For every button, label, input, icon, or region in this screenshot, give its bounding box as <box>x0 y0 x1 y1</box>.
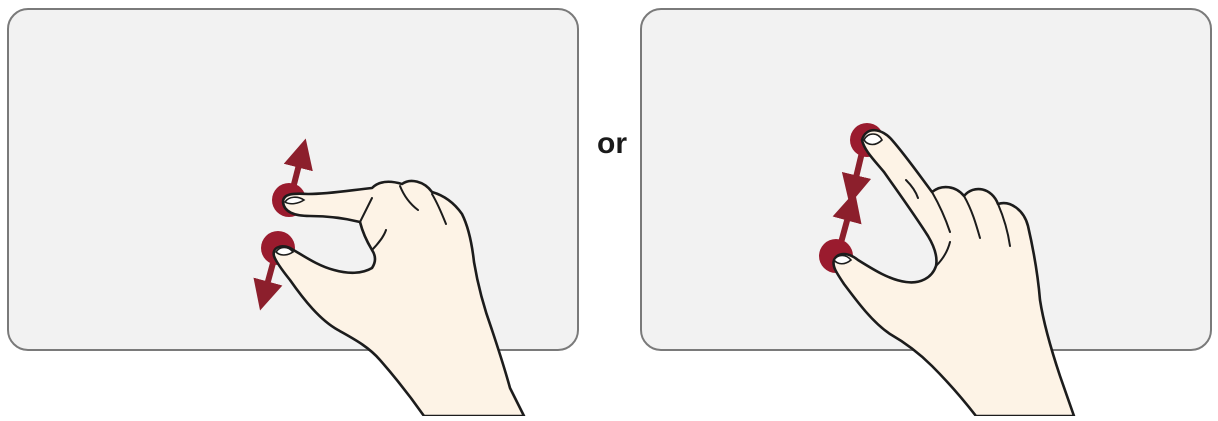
right-thumb-fingernail <box>834 256 851 264</box>
left-gesture-panel <box>8 9 578 416</box>
left-thumb-fingernail <box>276 248 293 256</box>
right-index-fingernail <box>864 134 882 145</box>
right-gesture-panel <box>641 9 1211 416</box>
or-connector-label: or <box>592 124 632 164</box>
